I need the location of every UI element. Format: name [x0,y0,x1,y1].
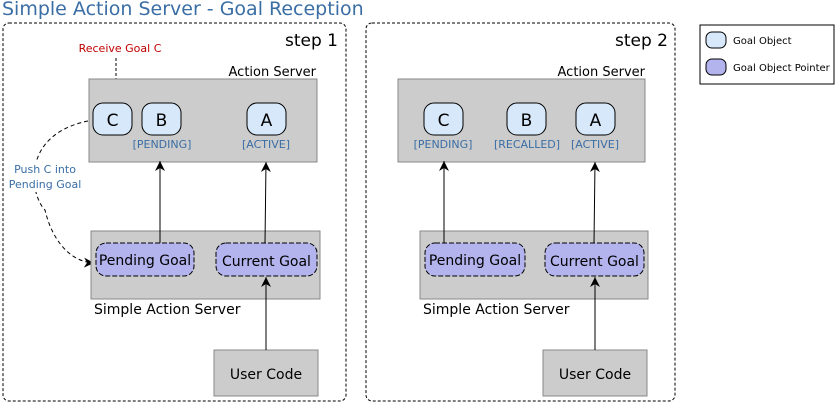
step-2-user-code-label: User Code [559,367,631,383]
step-2-current-to-a-arrow [589,161,600,244]
step-1-frame [2,22,347,402]
step-1-goal-b [141,102,182,136]
push-into-pending-arrow [33,120,95,268]
step-2-goal-c [423,102,464,136]
step-1-goal-c [92,102,133,136]
step-2-goal-b [506,102,547,136]
legend-goal-object-label: Goal Object [733,36,792,47]
step-2-goal-b-label: B [521,111,533,131]
step-1-active-tag: [ACTIVE] [242,138,290,151]
push-label-line-2: Pending Goal [9,178,82,191]
push-label-backdrop [8,160,88,192]
step-1-goal-a [246,102,287,136]
step-1-pending-goal-pointer [95,242,195,277]
step-2-goal-c-label: C [438,111,450,131]
step-2-action-server-label: Action Server [558,65,646,80]
step-2-frame [365,22,676,402]
diagram-title: Simple Action Server - Goal Reception [2,0,364,20]
step-2-simple-server-label: Simple Action Server [423,302,570,318]
step-2-recalled-tag: [RECALLED] [494,138,560,151]
legend-goal-object-swatch [705,31,727,49]
push-label-line-1: Push C into [14,163,76,176]
step-2-pending-goal-label: Pending Goal [429,253,521,269]
step-2-goal-a-label: A [590,111,602,131]
step-1-action-server-label: Action Server [229,65,317,80]
receive-goal-annotation: Receive Goal C [79,42,162,55]
step-1-user-code-label: User Code [230,367,302,383]
step-2-label: step 2 [615,31,668,51]
step-1-user-code-box [213,349,319,397]
step-1-goal-a-label: A [261,111,273,131]
step-2-pending-tag: [PENDING] [414,138,473,151]
step-2-goal-a [575,102,616,136]
step-2-current-goal-label: Current Goal [550,254,639,270]
legend: Goal Object Goal Object Pointer [699,24,835,85]
step-1-goal-b-label: B [156,111,168,131]
legend-goal-pointer-swatch [705,58,727,76]
step-2-user-code-box [542,349,648,397]
step-1-pending-tag: [PENDING] [133,138,192,151]
step-1-current-to-a-arrow [260,161,271,244]
step-1-pending-goal-label: Pending Goal [99,253,191,269]
legend-goal-pointer-label: Goal Object Pointer [733,63,831,74]
step-2-pending-goal-pointer [424,242,526,277]
step-1-current-goal-pointer [215,242,318,277]
step-1-label: step 1 [285,31,338,51]
step-1-simple-server-label: Simple Action Server [94,302,241,318]
step-2-panel: step 2 Action Server C B A [PENDING] [RE… [365,22,676,402]
step-1-current-goal-label: Current Goal [222,254,311,270]
step-2-active-tag: [ACTIVE] [571,138,619,151]
step-1-goal-c-label: C [107,111,119,131]
step-1-panel: step 1 Receive Goal C Action Server C B … [2,22,347,402]
